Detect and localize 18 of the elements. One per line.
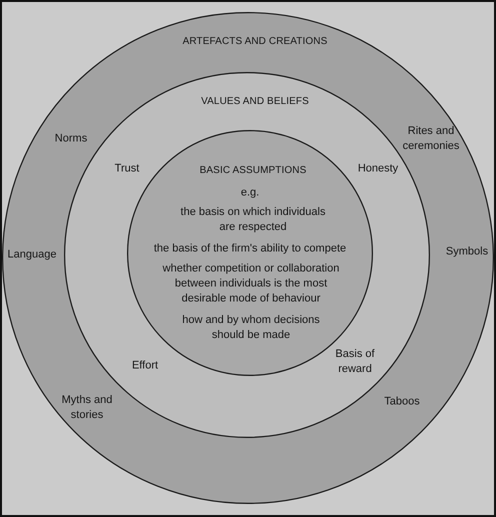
ring-label: Language: [8, 248, 56, 262]
ring-heading: BASIC ASSUMPTIONS: [200, 165, 306, 177]
ring-label: how and by whom decisions should be made: [181, 313, 321, 343]
ring-label: Norms: [54, 132, 88, 146]
ring-heading: VALUES AND BELIEFS: [201, 96, 309, 108]
ring-label: the basis on which individuals are respected: [180, 205, 326, 235]
ring-label: Symbols: [446, 244, 488, 260]
ring-label: the basis of the firm's ability to compete: [154, 242, 346, 256]
ring-label: Taboos: [384, 394, 420, 410]
ring-label: Effort: [132, 358, 158, 374]
ring-label: e.g.: [240, 186, 260, 200]
ring-label: Myths and stories: [60, 393, 114, 423]
ring-label: Rites and ceremonies: [402, 124, 460, 154]
ring-label: Basis of reward: [334, 347, 376, 377]
ring-heading: ARTEFACTS AND CREATIONS: [182, 36, 328, 48]
ring-label: Honesty: [358, 162, 398, 176]
ring-label: Trust: [114, 162, 140, 176]
ring-label: whether competition or collaboration between individuals is the most desirable mode of behaviour: [162, 262, 340, 306]
